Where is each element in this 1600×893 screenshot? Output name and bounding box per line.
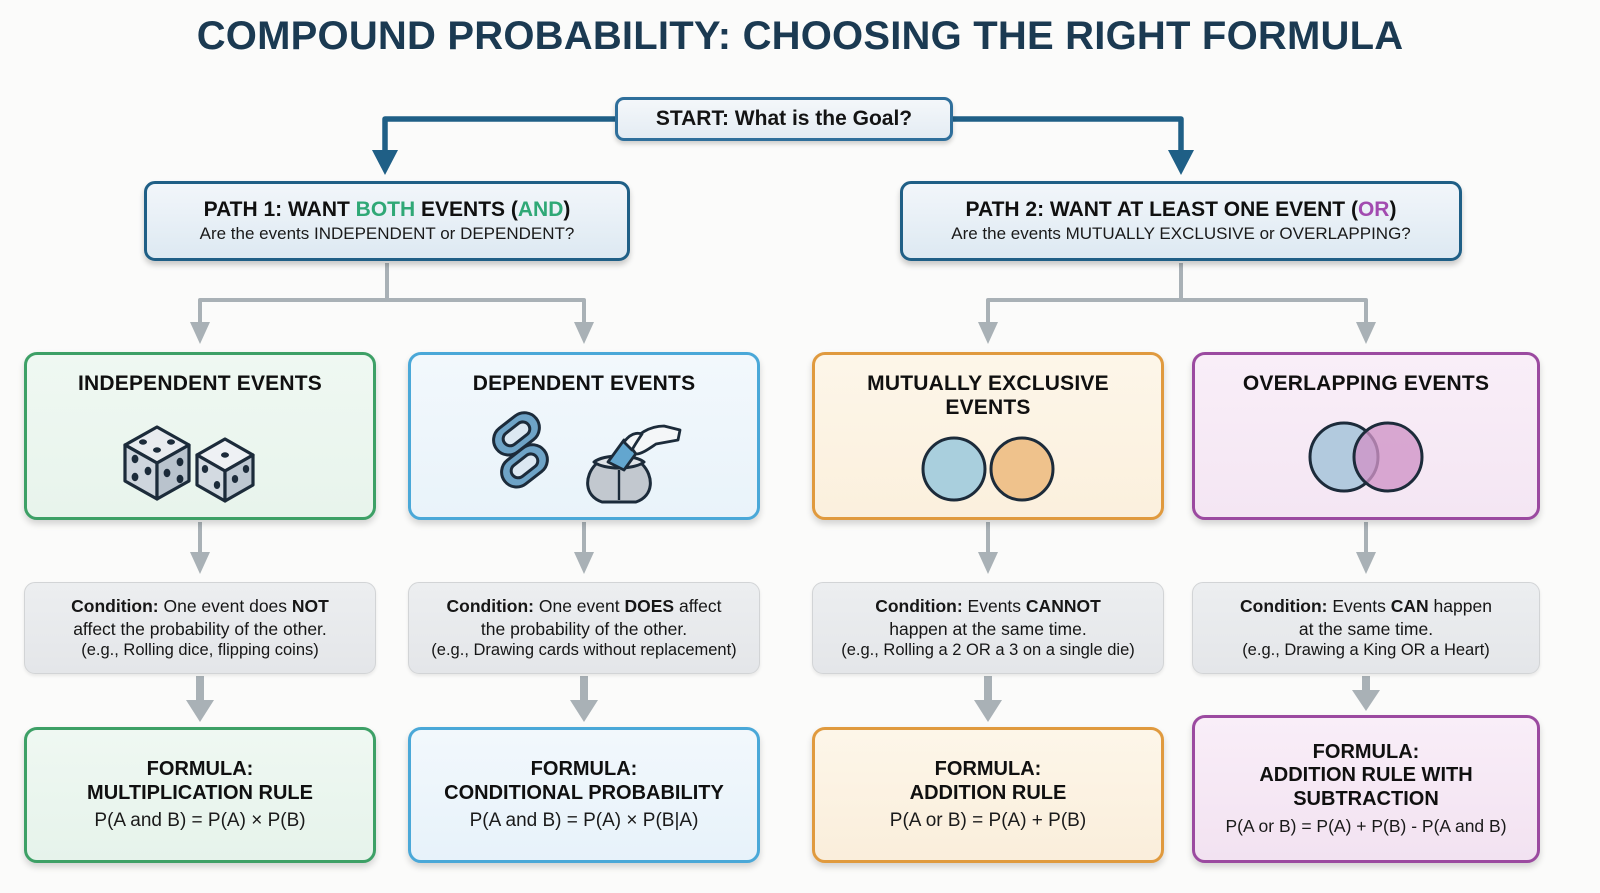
- connector-path1-branch: [190, 263, 594, 344]
- path-1-and-highlight: AND: [517, 197, 564, 221]
- card-overlapping-events[interactable]: OVERLAPPING EVENTS: [1192, 352, 1540, 520]
- card-overlapping-title: OVERLAPPING EVENTS: [1242, 372, 1490, 395]
- path-1-heading: PATH 1: WANT BOTH EVENTS (AND): [203, 197, 571, 221]
- card-mutually-exclusive-title: MUTUALLY EXCLUSIVE EVENTS: [867, 372, 1109, 420]
- venn-diagram-icon: [1195, 396, 1537, 517]
- formula-addition-rule-with-subtraction[interactable]: FORMULA: ADDITION RULE WITH SUBTRACTION …: [1192, 715, 1540, 863]
- start-node[interactable]: START: What is the Goal?: [615, 97, 953, 141]
- condition-dependent-line2: the probability of the other.: [480, 618, 688, 639]
- path-2-question: Are the events MUTUALLY EXCLUSIVE or OVE…: [951, 223, 1411, 243]
- condition-mutually-exclusive-line1: Condition: Events CANNOT: [875, 596, 1101, 617]
- path-2-heading: PATH 2: WANT AT LEAST ONE EVENT (OR): [965, 197, 1397, 221]
- connector-path2-branch: [978, 263, 1376, 344]
- card-independent-events[interactable]: INDEPENDENT EVENTS: [24, 352, 376, 520]
- condition-mutually-exclusive: Condition: Events CANNOT happen at the s…: [812, 582, 1164, 674]
- formula-addition-subtraction-equation: P(A or B) = P(A) + P(B) - P(A and B): [1225, 816, 1507, 837]
- start-label: START: What is the Goal?: [655, 107, 913, 130]
- condition-independent-line1: Condition: One event does NOT: [71, 596, 329, 617]
- formula-multiplication-title: FORMULA: MULTIPLICATION RULE: [87, 757, 313, 804]
- path-2-or-highlight: OR: [1357, 197, 1390, 221]
- connector-start-to-path2: [953, 116, 1194, 175]
- chain-link-and-bag-draw-icon: [411, 396, 757, 517]
- path-1-question: Are the events INDEPENDENT or DEPENDENT?: [199, 223, 575, 243]
- connector-start-to-path1: [372, 116, 615, 175]
- two-disjoint-circles-icon: [815, 420, 1161, 517]
- condition-dependent-line1: Condition: One event DOES affect: [446, 596, 722, 617]
- path-1-node[interactable]: PATH 1: WANT BOTH EVENTS (AND) Are the e…: [144, 181, 630, 261]
- page-title: COMPOUND PROBABILITY: CHOOSING THE RIGHT…: [196, 14, 1404, 58]
- formula-multiplication-rule[interactable]: FORMULA: MULTIPLICATION RULE P(A and B) …: [24, 727, 376, 863]
- condition-overlapping-line1: Condition: Events CAN happen: [1240, 596, 1492, 617]
- condition-dependent: Condition: One event DOES affect the pro…: [408, 582, 760, 674]
- condition-overlapping-line2: at the same time.: [1298, 618, 1434, 639]
- condition-mutually-exclusive-line2: happen at the same time.: [889, 618, 1087, 639]
- formula-multiplication-equation: P(A and B) = P(A) × P(B): [94, 810, 306, 832]
- condition-mutually-exclusive-line3: (e.g., Rolling a 2 OR a 3 on a single di…: [841, 640, 1135, 659]
- path-2-node[interactable]: PATH 2: WANT AT LEAST ONE EVENT (OR) Are…: [900, 181, 1462, 261]
- card-dependent-title: DEPENDENT EVENTS: [472, 372, 696, 395]
- formula-addition-rule[interactable]: FORMULA: ADDITION RULE P(A or B) = P(A) …: [812, 727, 1164, 863]
- connector-card-to-condition: [190, 522, 1376, 574]
- card-independent-title: INDEPENDENT EVENTS: [78, 372, 322, 395]
- formula-conditional-equation: P(A and B) = P(A) × P(B|A): [469, 810, 699, 832]
- formula-addition-subtraction-title: FORMULA: ADDITION RULE WITH SUBTRACTION: [1259, 740, 1473, 810]
- condition-overlapping-line3: (e.g., Drawing a King OR a Heart): [1242, 640, 1490, 659]
- condition-independent: Condition: One event does NOT affect the…: [24, 582, 376, 674]
- card-mutually-exclusive-title-line2: EVENTS: [945, 396, 1031, 420]
- card-mutually-exclusive-events[interactable]: MUTUALLY EXCLUSIVE EVENTS: [812, 352, 1164, 520]
- path-1-both-highlight: BOTH: [355, 197, 416, 221]
- condition-dependent-line3: (e.g., Drawing cards without replacement…: [431, 640, 737, 659]
- two-dice-icon: [27, 396, 373, 517]
- formula-addition-equation: P(A or B) = P(A) + P(B): [889, 810, 1087, 832]
- condition-overlapping: Condition: Events CAN happen at the same…: [1192, 582, 1540, 674]
- formula-conditional-title: FORMULA: CONDITIONAL PROBABILITY: [444, 757, 724, 804]
- formula-addition-title: FORMULA: ADDITION RULE: [909, 757, 1067, 804]
- condition-independent-line3: (e.g., Rolling dice, flipping coins): [81, 640, 319, 659]
- condition-independent-line2: affect the probability of the other.: [73, 618, 327, 639]
- formula-conditional-probability[interactable]: FORMULA: CONDITIONAL PROBABILITY P(A and…: [408, 727, 760, 863]
- card-mutually-exclusive-title-line1: MUTUALLY EXCLUSIVE: [867, 372, 1109, 395]
- card-dependent-events[interactable]: DEPENDENT EVENTS: [408, 352, 760, 520]
